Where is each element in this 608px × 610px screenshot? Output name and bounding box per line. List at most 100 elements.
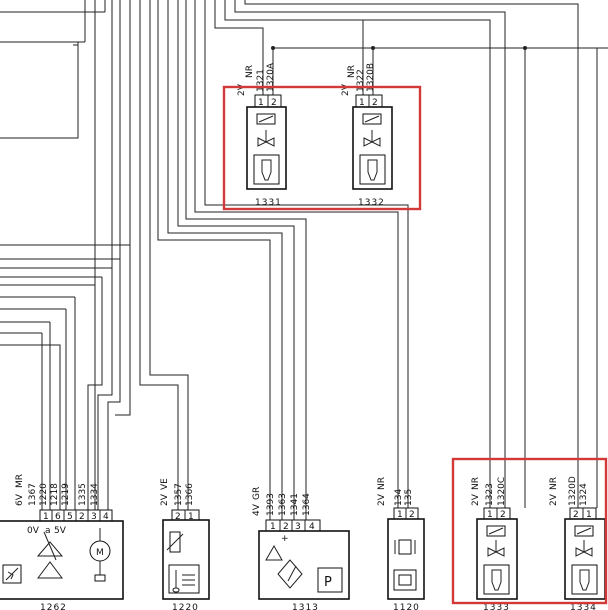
valve-icon bbox=[487, 547, 505, 557]
coil-slash bbox=[258, 115, 274, 123]
wire-number: 1363 bbox=[278, 493, 288, 516]
wire-number: 1320C bbox=[497, 477, 507, 506]
injector-icon bbox=[261, 159, 272, 181]
component-1220[interactable]: 2V VE 1357 1366 2 1 1220 bbox=[160, 478, 210, 610]
component-id: 1120 bbox=[393, 603, 420, 610]
wire bbox=[115, 245, 131, 416]
throttle-body bbox=[0, 520, 124, 600]
pin-label: 3 bbox=[91, 512, 97, 522]
pin-label: 2 bbox=[79, 512, 85, 522]
component-1331[interactable]: 2V NR 1321 1320A 1 2 1331 bbox=[237, 62, 287, 208]
component-1120[interactable]: 2V NR 134 135 1 2 1120 bbox=[377, 477, 425, 610]
component-1333[interactable]: 2V NR 1323 1320C 1 2 1333 bbox=[471, 477, 518, 610]
wire bbox=[167, 0, 283, 520]
wire-number: 1320A bbox=[266, 62, 276, 92]
valve-icon bbox=[257, 137, 275, 147]
wire bbox=[224, 0, 491, 508]
injector-icon-frame bbox=[359, 154, 386, 185]
wire bbox=[204, 0, 409, 508]
wire bbox=[214, 0, 264, 95]
wire bbox=[194, 0, 399, 508]
crystal-icon bbox=[398, 539, 412, 555]
connector-type: 2V bbox=[237, 83, 247, 96]
sensor-triangle-icon bbox=[36, 541, 64, 557]
component-id: 1313 bbox=[292, 603, 319, 610]
wire-number: 1323 bbox=[485, 483, 495, 506]
connector-color: NR bbox=[377, 477, 387, 490]
wire bbox=[107, 259, 121, 510]
highlight-box-top bbox=[222, 85, 422, 211]
wire bbox=[87, 277, 103, 510]
connector-type: 2V bbox=[471, 493, 481, 506]
wire bbox=[157, 0, 271, 520]
valve-icon bbox=[575, 547, 593, 557]
wiper-line bbox=[43, 531, 57, 561]
wire-number: 1366 bbox=[185, 483, 195, 506]
connector-color: MR bbox=[15, 474, 25, 488]
wire-number: 134 bbox=[394, 489, 404, 506]
pin-label: 3 bbox=[295, 522, 301, 532]
motor-label: M bbox=[96, 548, 104, 558]
wire-number: 1322 bbox=[356, 69, 366, 92]
connector-color: VE bbox=[160, 478, 170, 490]
wire bbox=[149, 0, 189, 510]
wire-number: 1341 bbox=[290, 493, 300, 516]
wire-number: 1218 bbox=[50, 483, 60, 506]
valve-icon bbox=[363, 137, 381, 147]
wire-number: 1364 bbox=[302, 493, 312, 516]
pin-label: 1 bbox=[397, 510, 403, 520]
pin-label: 2 bbox=[271, 98, 277, 108]
wire-number: 1335 bbox=[78, 483, 88, 506]
wire bbox=[0, 42, 79, 139]
pin-label: 2 bbox=[175, 512, 181, 522]
wire bbox=[234, 0, 506, 508]
wire-junction bbox=[371, 46, 375, 50]
wire-number: 1357 bbox=[174, 483, 184, 506]
component-1313[interactable]: 4V GR 1393 1363 1341 1364 1 2 3 4 + P 13… bbox=[252, 487, 350, 610]
wire-number: 1320B bbox=[366, 63, 376, 92]
component-1332[interactable]: 2V NR 1322 1320B 1 2 1332 bbox=[341, 63, 393, 208]
wire-number: 1334 bbox=[90, 483, 100, 506]
pin-label: 1 bbox=[487, 510, 493, 520]
connector-type: 2V bbox=[549, 493, 559, 506]
mark-0v: 0V bbox=[27, 526, 40, 536]
component-1262[interactable]: 6V MR 1367 1220 1218 1219 1335 1334 1 6 … bbox=[0, 474, 124, 610]
connector-type: 2V bbox=[377, 493, 387, 506]
connector-type: 2V bbox=[341, 83, 351, 96]
connector-color: NR bbox=[549, 477, 559, 490]
pin-label: 1 bbox=[188, 512, 194, 522]
pin-label: 1 bbox=[258, 98, 264, 108]
coil-slash bbox=[488, 527, 504, 535]
coil-slash bbox=[576, 527, 592, 535]
wire bbox=[97, 268, 113, 510]
component-id: 1333 bbox=[483, 603, 510, 610]
coil-slash bbox=[364, 115, 380, 123]
highlight-box-bottom bbox=[451, 457, 608, 605]
pressure-icon-frame bbox=[317, 567, 343, 593]
wire-junction bbox=[523, 46, 527, 50]
pin-label: 1 bbox=[359, 98, 365, 108]
wire-junction bbox=[271, 46, 275, 50]
pin-label: 2 bbox=[283, 522, 289, 532]
wire-number: 1219 bbox=[61, 483, 71, 506]
wire-number: 1320D bbox=[568, 476, 578, 506]
wire bbox=[177, 0, 295, 520]
pin-label: 2 bbox=[500, 510, 506, 520]
wire-number: 1367 bbox=[28, 483, 38, 506]
pin-label: 2 bbox=[409, 510, 415, 520]
pressure-label: P bbox=[324, 575, 332, 590]
pin-label: 4 bbox=[309, 522, 315, 532]
bridge-icon bbox=[277, 559, 303, 589]
wire bbox=[244, 0, 579, 508]
pin-label: 1 bbox=[270, 522, 276, 532]
connector-type: 4V bbox=[252, 503, 262, 516]
pin-label: 6 bbox=[55, 512, 61, 522]
throttle-arrow bbox=[5, 567, 19, 581]
component-1334[interactable]: 2V NR 1320D 1324 2 1 1334 bbox=[549, 476, 606, 610]
thermometer-icon bbox=[172, 570, 195, 593]
component-id: 1262 bbox=[40, 603, 67, 610]
wire-group bbox=[0, 0, 608, 520]
wire-number: 1324 bbox=[579, 483, 589, 506]
sensor-icon bbox=[398, 574, 412, 586]
